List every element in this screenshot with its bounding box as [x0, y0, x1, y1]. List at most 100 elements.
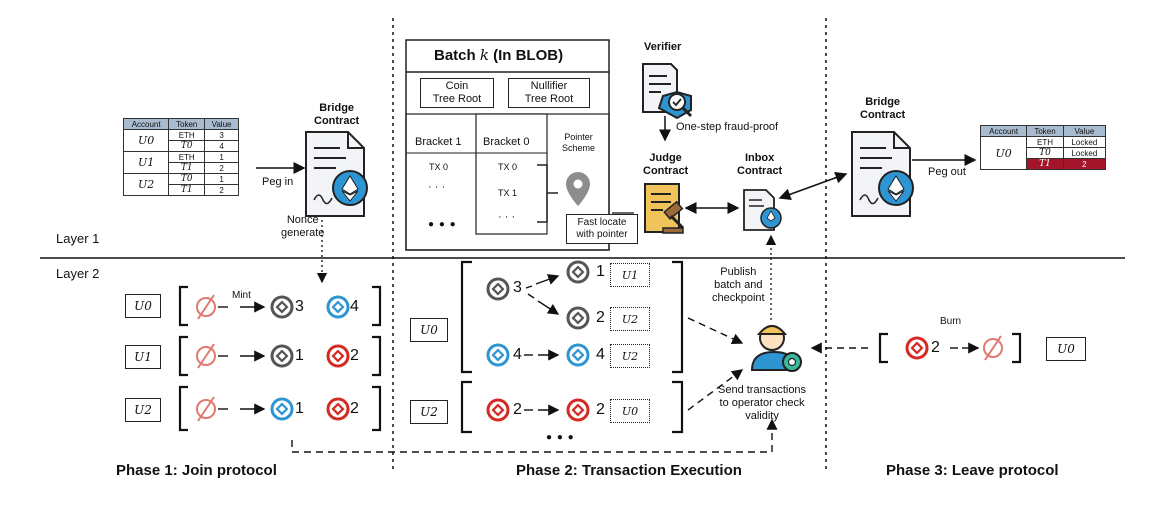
coin-value: 2	[931, 339, 940, 356]
coin-icon	[905, 336, 929, 360]
coin-value: 2	[350, 347, 359, 364]
verifier-label: Verifier	[644, 41, 682, 53]
coin-value: 1	[596, 263, 605, 280]
phase2-title: Phase 2: Transaction Execution	[516, 462, 742, 479]
peg-in-label: Peg in	[262, 176, 294, 188]
table-cell: T0	[168, 140, 206, 152]
user-box: U1	[125, 345, 161, 369]
user-box: U2	[410, 400, 448, 424]
phase2-arrows	[524, 274, 560, 416]
table-cell-highlight: 2	[1062, 158, 1107, 170]
bridge-contract-right-label: Bridge Contract	[860, 96, 906, 121]
table-cell: T1	[168, 162, 206, 174]
nonce-label: Nonce generate	[281, 214, 325, 239]
bracket1-tx: TX 0	[429, 162, 449, 172]
table-cell: U2	[122, 173, 170, 196]
table-cell: Locked	[1062, 147, 1107, 159]
pointer-scheme-label: Pointer Scheme	[562, 132, 596, 153]
inbox-contract-icon	[743, 189, 782, 231]
location-pin-icon	[566, 172, 590, 206]
table-cell: 4	[204, 140, 239, 152]
judge-contract-label: Judge Contract	[643, 152, 689, 177]
burn-label: Burn	[940, 316, 962, 327]
coin-value: 4	[350, 298, 359, 315]
coin-tree-root: Coin Tree Root	[420, 78, 494, 108]
mint-label: Mint	[232, 290, 251, 301]
phase2-brackets	[460, 260, 684, 434]
table-cell: U0	[122, 129, 170, 152]
user-box: U0	[410, 318, 448, 342]
empty-set-icon	[196, 294, 1003, 422]
table-cell: 2	[204, 184, 239, 196]
table-cell: 1	[204, 151, 239, 163]
layer1-label: Layer 1	[56, 231, 100, 246]
coin-value: 2	[596, 309, 605, 326]
inbox-bridge-arrow	[778, 171, 848, 201]
batch-more: ● ● ●	[428, 219, 457, 230]
table-cell: ETH	[168, 129, 206, 141]
table-cell: 2	[204, 162, 239, 174]
coin-icon	[566, 260, 590, 284]
verifier-icon	[642, 63, 693, 120]
table-header: Account	[979, 125, 1028, 137]
table-cell: 1	[204, 173, 239, 185]
fast-locate-box: Fast locate with pointer	[566, 214, 638, 244]
coin-icon	[326, 397, 350, 421]
table-cell-highlight: T1	[1026, 158, 1064, 170]
bracket0-tx: TX 0	[498, 162, 518, 172]
coin-icon	[566, 306, 590, 330]
batch-title: Batch k (In BLOB)	[434, 46, 564, 64]
recipient-box: U0	[610, 399, 650, 423]
recipient-box: U2	[610, 344, 650, 368]
coin-icon	[270, 295, 294, 319]
bracket1-ellipsis: · · ·	[428, 181, 446, 193]
user-box: U0	[125, 294, 161, 318]
phase3-bracket	[878, 332, 1022, 364]
bracket0-tx: TX 1	[498, 188, 518, 198]
bracket1-label: Bracket 1	[415, 136, 462, 148]
table-header: Account	[122, 118, 170, 130]
table-header: Token	[1026, 125, 1064, 137]
coin-icon	[326, 295, 350, 319]
coin-icon	[566, 343, 590, 367]
table-cell: T0	[1026, 147, 1064, 159]
table-cell: T1	[168, 184, 206, 196]
user-box: U2	[125, 398, 161, 422]
nullifier-tree-root: Nullifier Tree Root	[508, 78, 590, 108]
coin-value: 1	[295, 400, 304, 417]
phase1-to-operator-line	[291, 418, 778, 453]
coin-value: 3	[513, 279, 522, 296]
coin-icon	[270, 344, 294, 368]
coin-value: 1	[295, 347, 304, 364]
coin-value: 2	[596, 401, 605, 418]
bracket0-box	[475, 113, 548, 235]
table-cell: 3	[204, 129, 239, 141]
table-cell: U1	[122, 151, 170, 174]
table-cell: ETH	[168, 151, 206, 163]
table-cell: U0	[979, 136, 1028, 170]
layer2-label: Layer 2	[56, 266, 100, 281]
recipient-box: U2	[610, 307, 650, 331]
publish-label: Publish batch and checkpoint	[712, 266, 765, 304]
phase3-title: Phase 3: Leave protocol	[886, 462, 1059, 479]
user-box: U0	[1046, 337, 1086, 361]
bridge-contract-left-label: Bridge Contract	[314, 102, 360, 127]
coin-icon	[566, 398, 590, 422]
phase1-title: Phase 1: Join protocol	[116, 462, 277, 479]
table-cell: T0	[168, 173, 206, 185]
bridge-contract-right-icon	[851, 131, 914, 217]
coin-value: 2	[350, 400, 359, 417]
coin-icons	[270, 260, 929, 422]
coin-value: 2	[513, 401, 522, 418]
coin-icon	[326, 344, 350, 368]
inbox-contract-label: Inbox Contract	[737, 152, 783, 177]
bracket0-label: Bracket 0	[483, 136, 530, 148]
table-header: Value	[1062, 125, 1107, 137]
bracket0-ellipsis: · · ·	[498, 211, 516, 223]
recipient-box: U1	[610, 263, 650, 287]
coin-value: 4	[513, 346, 522, 363]
